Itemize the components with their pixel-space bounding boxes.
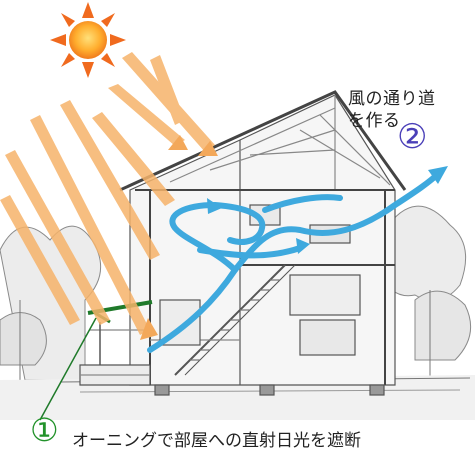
wind-label-line1: 風の通り道	[348, 89, 436, 109]
marker-two: ②	[397, 117, 428, 157]
wind-arrowheads	[207, 166, 448, 254]
wind-label-line2: を作る	[348, 111, 401, 131]
sunlight-rays	[0, 52, 215, 335]
sun-icon	[50, 2, 126, 78]
leader-line	[39, 317, 97, 421]
marker-one: ①	[30, 411, 59, 449]
sunlight-arrowheads	[140, 135, 218, 340]
awning-caption: オーニングで部屋への直射日光を遮断	[72, 431, 361, 451]
